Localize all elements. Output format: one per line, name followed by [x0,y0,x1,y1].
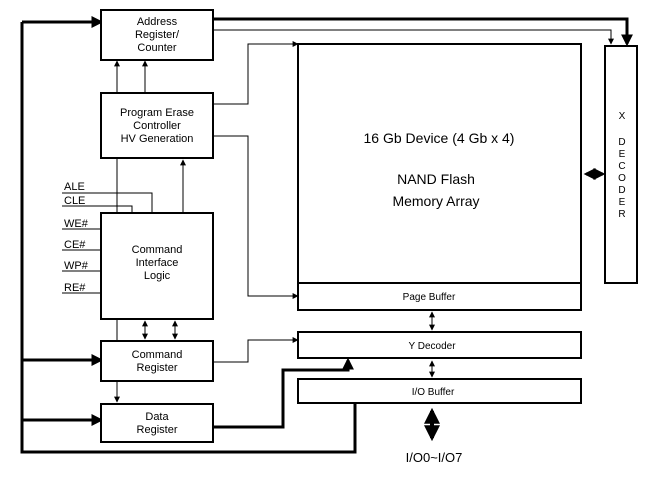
data-register-block: Data Register [100,403,214,443]
wp-signal-label: WP# [64,260,89,272]
re-signal-label: RE# [64,282,86,294]
y-decoder-block: Y Decoder [297,331,582,359]
address-register-label-3: Counter [137,42,176,54]
controller-to-array-wire [213,41,299,105]
logic-label-3: Logic [144,270,171,282]
page-buffer-label: Page Buffer [403,292,456,303]
x-decoder-block: X D E C O D E R [604,45,638,284]
memory-array-label-1: NAND Flash [397,171,475,187]
io-pins-label: I/O0~I/O7 [406,450,463,465]
memory-array-device-label: 16 Gb Device (4 Gb x 4) [364,130,515,146]
controller-to-page-buffer-wire [213,135,299,299]
address-register-label-2: Register/ [135,29,180,41]
data-register-label-1: Data [145,411,169,423]
memory-array-label-2: Memory Array [392,193,479,209]
left-bus-trunk [20,22,357,454]
data-register-to-y-decoder-wire [213,357,354,429]
ce-signal-label: CE# [64,239,86,251]
command-register-to-y-decoder-wire [213,337,299,363]
x-decoder-letter: X [619,111,626,122]
ale-wire [62,192,153,213]
x-decoder-letter: D [618,137,625,148]
logic-label-2: Interface [136,257,179,269]
controller-label-3: HV Generation [121,133,194,145]
logic-label-1: Command [132,244,183,256]
data-register-label-2: Register [137,424,178,436]
x-decoder-letter: D [618,185,625,196]
address-to-x-decoder-wire [213,17,633,47]
address-register-label-1: Address [137,16,178,28]
controller-label-1: Program Erase [120,107,194,119]
x-decoder-letter: E [619,197,626,208]
address-to-x-decoder-thin-wire [213,29,614,45]
y-decoder-label: Y Decoder [408,341,456,352]
command-register-label-1: Command [132,349,183,361]
io-buffer-label: I/O Buffer [412,387,455,398]
ale-signal-label: ALE [64,181,85,193]
command-interface-logic-block: Command Interface Logic [100,212,214,320]
we-signal-label: WE# [64,218,89,230]
controller-label-2: Controller [133,120,181,132]
x-decoder-letter: C [618,161,625,172]
program-erase-controller-block: Program Erase Controller HV Generation [100,92,214,159]
command-register-label-2: Register [137,362,178,374]
cle-signal-label: CLE [64,195,85,207]
address-register-block: Address Register/ Counter [100,9,214,61]
memory-array-block: 16 Gb Device (4 Gb x 4) NAND Flash Memor… [297,43,582,284]
command-register-block: Command Register [100,340,214,382]
cle-wire [62,205,133,213]
x-decoder-letter: R [618,209,625,220]
x-decoder-letter: E [619,149,626,160]
x-decoder-letter: O [618,173,626,184]
page-buffer-block: Page Buffer [297,282,582,311]
io-buffer-block: I/O Buffer [297,378,582,404]
